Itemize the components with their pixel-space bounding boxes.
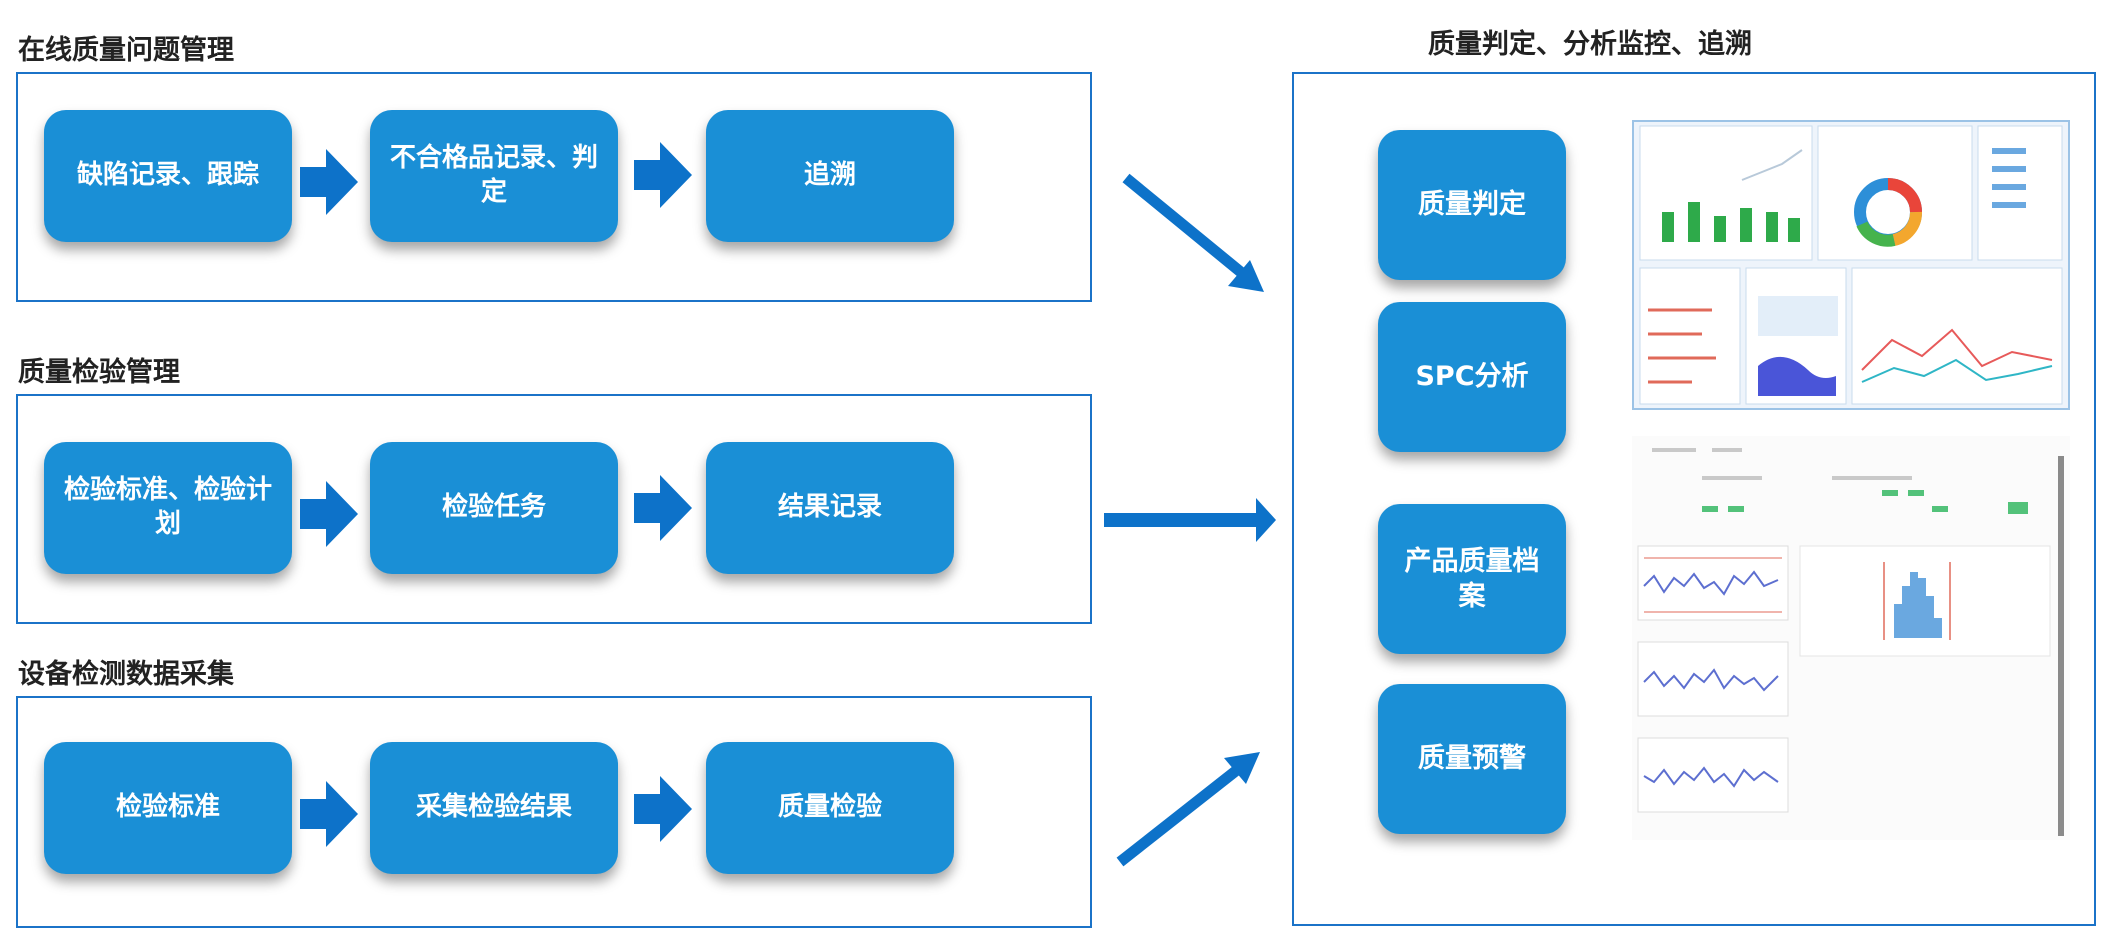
chevron-right-icon [300,149,358,215]
right-panel-title: 质量判定、分析监控、追溯 [1428,29,1752,60]
chevron-right-icon [300,481,358,547]
group-2-step-1: 检验标准、检验计划 [44,442,292,574]
group-1-step-3: 追溯 [706,110,954,242]
group-2-step-2: 检验任务 [370,442,618,574]
connector-arrows [1104,173,1276,867]
group-1-title: 在线质量问题管理 [18,35,234,66]
arrow-right-icon [1104,498,1276,542]
chevron-right-icon [634,142,692,208]
group-3-title: 设备检测数据采集 [18,659,234,690]
spc-screenshot-thumbnail [1632,436,2070,840]
right-step-product-archive: 产品质量档案 [1378,504,1566,654]
group-2-title: 质量检验管理 [18,357,180,388]
group-1-step-2: 不合格品记录、判定 [370,110,618,242]
chevron-right-icon [300,781,358,847]
right-step-spc-analysis: SPC分析 [1378,302,1566,452]
group-3-step-1: 检验标准 [44,742,292,874]
diagonal-arrow-up-icon [1116,752,1260,867]
group-2-step-3: 结果记录 [706,442,954,574]
right-step-quality-warning: 质量预警 [1378,684,1566,834]
chevron-right-icon [634,776,692,842]
dashboard-screenshot-thumbnail [1632,120,2070,410]
chevron-right-icon [634,475,692,541]
group-3-step-2: 采集检验结果 [370,742,618,874]
right-step-quality-judgment: 质量判定 [1378,130,1566,280]
group-3-step-3: 质量检验 [706,742,954,874]
diagonal-arrow-down-icon [1122,173,1264,292]
group-1-step-1: 缺陷记录、跟踪 [44,110,292,242]
